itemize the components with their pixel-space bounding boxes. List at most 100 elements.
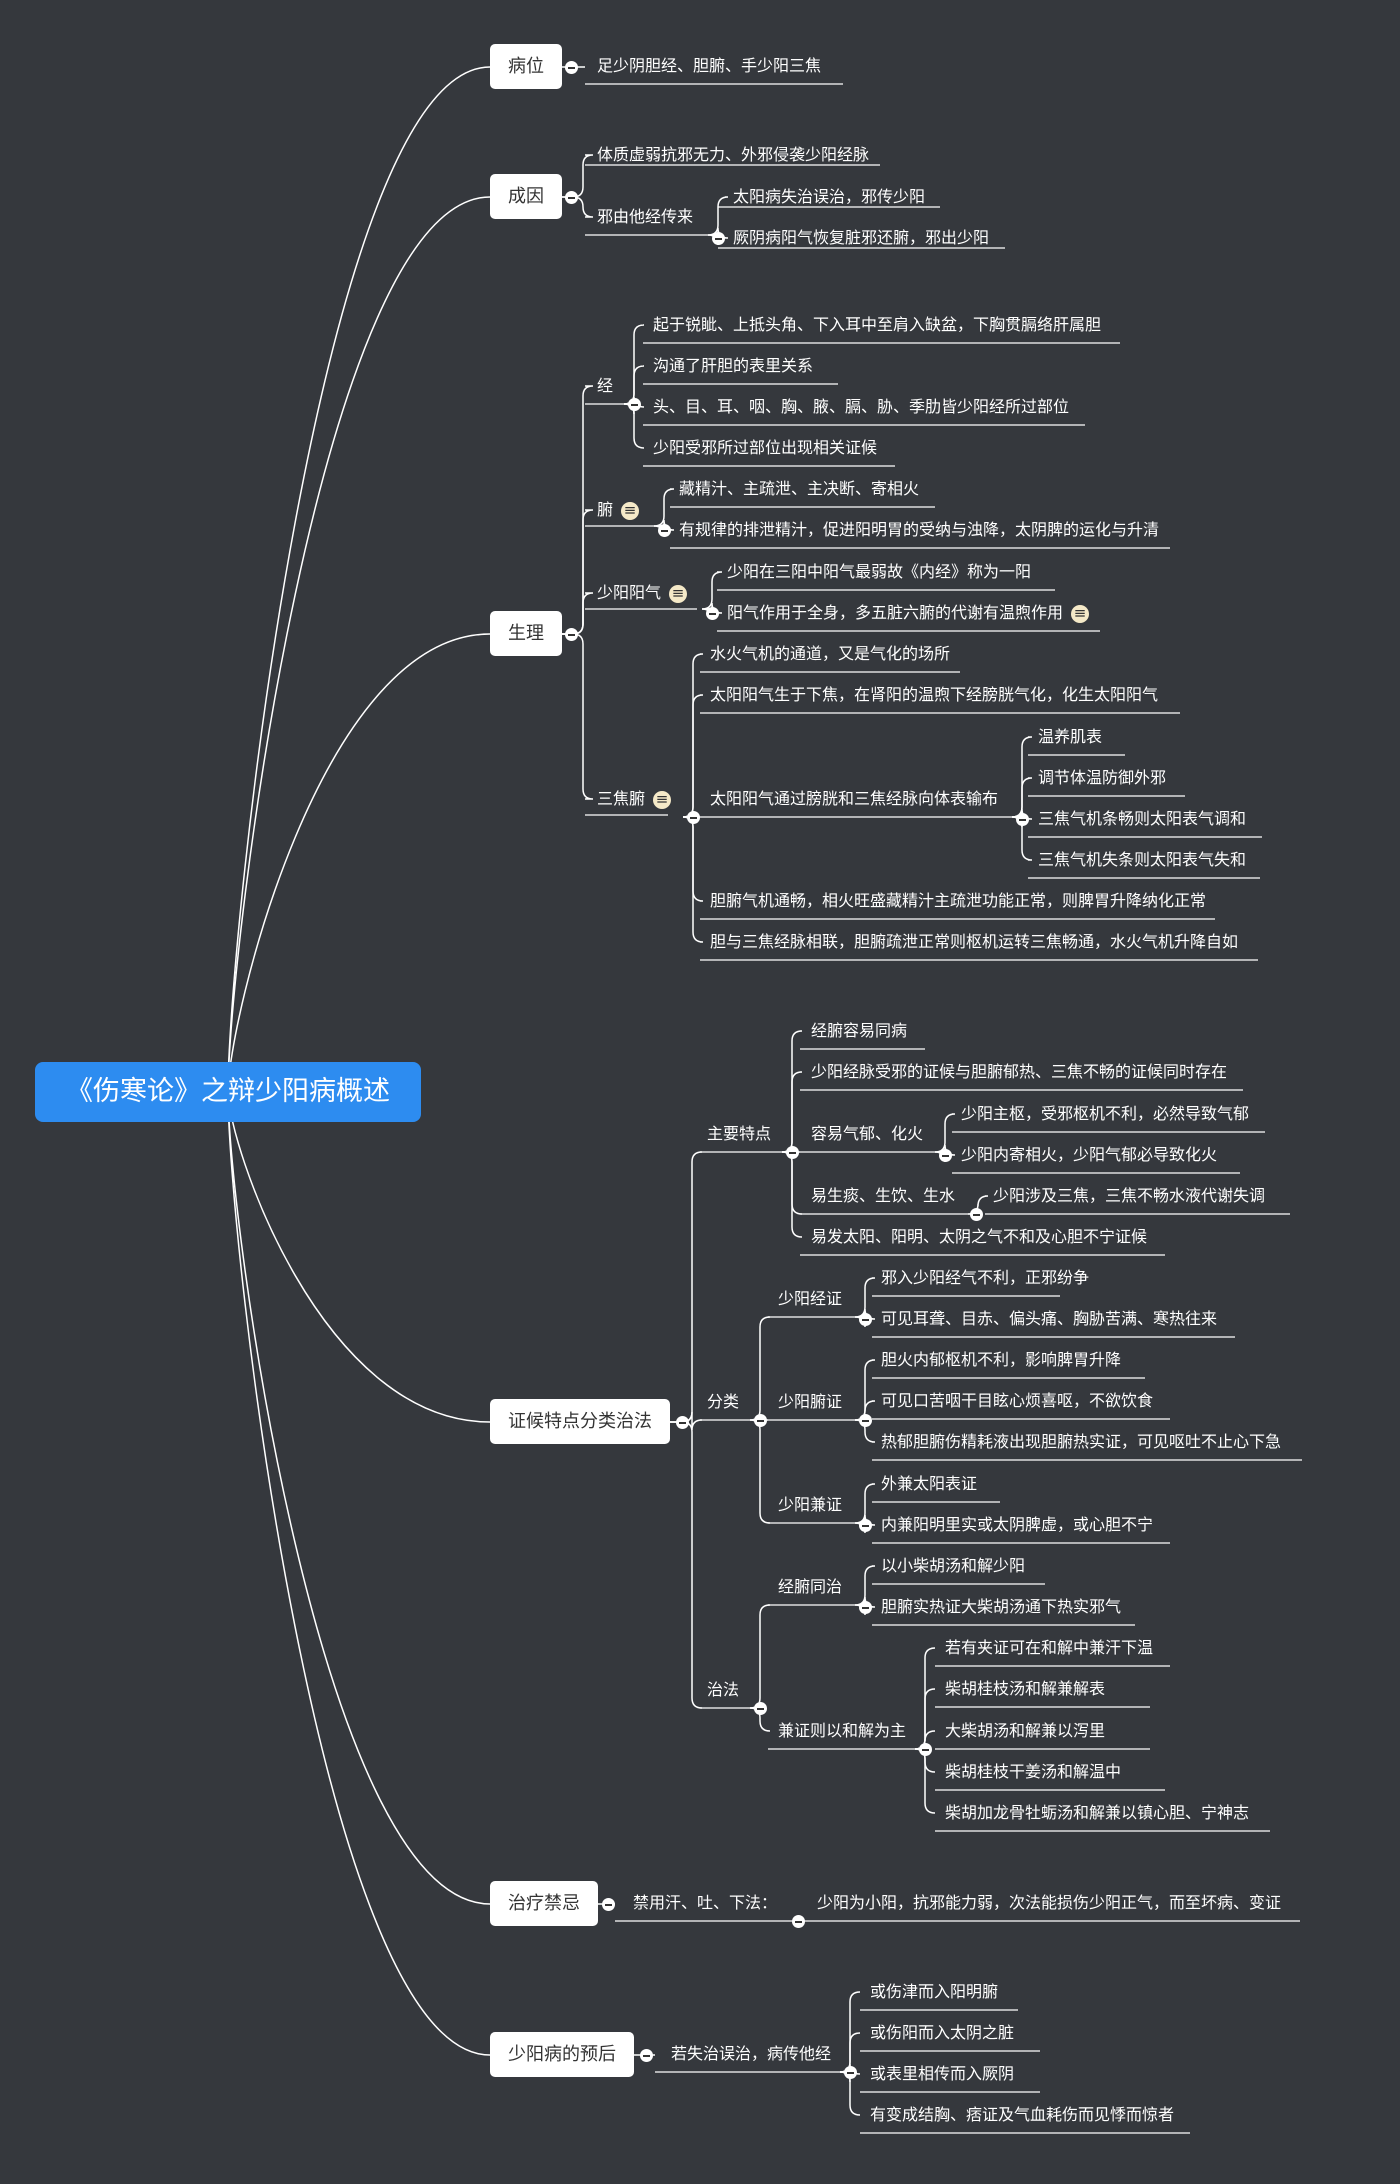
fuzheng-item: 热郁胆腑伤精耗液出现胆腑热实证，可见呕吐不止心下急 (881, 1432, 1282, 1451)
collapse-toggle[interactable] (792, 1915, 805, 1928)
jing-item: 起于锐眦、上抵头角、下入耳中至肩入缺盆，下胸贯膈络肝属胆 (653, 315, 1102, 334)
collapse-toggle[interactable] (1016, 813, 1029, 826)
tedian-item: 经腑容易同病 (811, 1021, 908, 1040)
jianzhi-label: 兼证则以和解为主 (778, 1721, 907, 1740)
shengli-sanjiao-node: 三焦腑 (597, 789, 672, 809)
topic-yuhou[interactable]: 少阳病的预后 (490, 2032, 634, 2077)
qiyu-item: 少阳内寄相火，少阳气郁必导致化火 (961, 1145, 1218, 1164)
topic-shengli[interactable]: 生理 (490, 611, 562, 656)
collapse-toggle[interactable] (565, 191, 578, 204)
topic-jinji[interactable]: 治疗禁忌 (490, 1881, 598, 1926)
connector-line (227, 196, 491, 1093)
tedian-item: 容易气郁、化火 (811, 1124, 924, 1143)
fenlei-label: 分类 (707, 1392, 740, 1411)
collapse-toggle[interactable] (640, 2049, 653, 2062)
yuhou-item: 或伤阳而入太阴之脏 (870, 2023, 1015, 2042)
shubu-item: 三焦气机条畅则太阳表气调和 (1038, 809, 1247, 828)
connector-line (227, 1091, 491, 1423)
shengli-fu-label: 腑 (597, 500, 614, 519)
jinji-rule: 禁用汗、吐、下法： (633, 1893, 778, 1912)
jing-item: 沟通了肝胆的表里关系 (653, 356, 814, 375)
collapse-toggle[interactable] (786, 1146, 799, 1159)
collapse-toggle[interactable] (919, 1743, 932, 1756)
shengtan-item: 少阳涉及三焦，三焦不畅水液代谢失调 (993, 1186, 1266, 1205)
collapse-toggle[interactable] (565, 61, 578, 74)
topic-zhenghou[interactable]: 证候特点分类治法 (490, 1399, 670, 1444)
collapse-toggle[interactable] (658, 524, 671, 537)
shengli-sanjiao-label: 三焦腑 (597, 789, 646, 808)
collapse-toggle[interactable] (859, 1313, 872, 1326)
collapse-toggle[interactable] (859, 1414, 872, 1427)
collapse-toggle[interactable] (939, 1149, 952, 1162)
sanjiao-item: 太阳阳气生于下焦，在肾阳的温煦下经膀胱气化，化生太阳阳气 (710, 685, 1159, 704)
collapse-toggle[interactable] (565, 628, 578, 641)
topic-bingwei[interactable]: 病位 (490, 44, 562, 89)
collapse-toggle[interactable] (706, 607, 719, 620)
jianzhi-item: 柴胡桂枝干姜汤和解温中 (945, 1762, 1122, 1781)
tedian-item: 少阳经脉受邪的证候与胆腑郁热、三焦不畅的证候同时存在 (811, 1062, 1228, 1081)
fu-item: 藏精汁、主疏泄、主决断、寄相火 (679, 479, 920, 498)
connector-line (227, 1091, 491, 2056)
tedian-item: 易生痰、生饮、生水 (811, 1186, 956, 1205)
root-topic[interactable]: 《伤寒论》之辩少阳病概述 (35, 1062, 421, 1122)
shengli-fu-node: 腑 (597, 500, 640, 520)
shubu-item: 温养肌表 (1038, 727, 1103, 746)
collapse-toggle[interactable] (676, 1416, 689, 1429)
chengyin-item: 体质虚弱抗邪无力、外邪侵袭少阳经脉 (597, 145, 870, 164)
sanjiao-item: 水火气机的通道，又是气化的场所 (710, 644, 951, 663)
jianzheng-label: 少阳兼证 (778, 1495, 843, 1514)
notes-icon[interactable] (669, 583, 688, 603)
fuzheng-item: 可见口苦咽干目眩心烦喜呕，不欲饮食 (881, 1391, 1154, 1410)
yangqi-item: 阳气作用于全身，多五脏六腑的代谢有温煦作用 (727, 603, 1064, 622)
tongzhi-label: 经腑同治 (778, 1577, 843, 1596)
collapse-toggle[interactable] (970, 1208, 983, 1221)
notes-icon[interactable] (653, 789, 672, 809)
collapse-toggle[interactable] (754, 1702, 767, 1715)
chengyin-subitem: 厥阴病阳气恢复脏邪还腑，邪出少阳 (733, 228, 990, 247)
jing-item: 头、目、耳、咽、胸、腋、膈、胁、季肋皆少阳经所过部位 (653, 397, 1070, 416)
sanjiao-item: 太阳阳气通过膀胱和三焦经脉向体表输布 (710, 789, 999, 808)
collapse-toggle[interactable] (687, 811, 700, 824)
notes-icon[interactable] (1071, 603, 1090, 623)
yangqi-item-node: 阳气作用于全身，多五脏六腑的代谢有温煦作用 (727, 603, 1090, 623)
collapse-toggle[interactable] (844, 2066, 857, 2079)
jianzheng-item: 内兼阳明里实或太阴脾虚，或心胆不宁 (881, 1515, 1154, 1534)
jianzhi-item: 柴胡加龙骨牡蛎汤和解兼以镇心胆、宁神志 (945, 1803, 1250, 1822)
yuhou-item: 有变成结胸、痞证及气血耗伤而见悸而惊者 (870, 2105, 1175, 2124)
jianzheng-item: 外兼太阳表证 (881, 1474, 978, 1493)
yuhou-item: 或表里相传而入厥阴 (870, 2064, 1015, 2083)
shengli-jing-label: 经 (597, 376, 614, 395)
jingzheng-item: 可见耳聋、目赤、偏头痛、胸胁苦满、寒热往来 (881, 1309, 1218, 1328)
collapse-toggle[interactable] (628, 398, 641, 411)
collapse-toggle[interactable] (754, 1414, 767, 1427)
fu-item: 有规律的排泄精汁，促进阳明胃的受纳与浊降，太阴脾的运化与升清 (679, 520, 1160, 539)
yangqi-item: 少阳在三阳中阳气最弱故《内经》称为一阳 (727, 562, 1032, 581)
collapse-toggle[interactable] (602, 1898, 615, 1911)
collapse-toggle[interactable] (859, 1519, 872, 1532)
notes-icon[interactable] (621, 500, 640, 520)
tedian-label: 主要特点 (707, 1124, 772, 1143)
sanjiao-item: 胆腑气机通畅，相火旺盛藏精汁主疏泄功能正常，则脾胃升降纳化正常 (710, 891, 1207, 910)
bingwei-text: 足少阴胆经、胆腑、手少阳三焦 (597, 56, 822, 75)
shengli-yangqi-node: 少阳阳气 (597, 583, 688, 603)
topic-chengyin[interactable]: 成因 (490, 174, 562, 219)
jingzheng-item: 邪入少阳经气不利，正邪纷争 (881, 1268, 1090, 1287)
fuzheng-item: 胆火内郁枢机不利，影响脾胃升降 (881, 1350, 1122, 1369)
chengyin-item: 邪由他经传来 (597, 207, 694, 226)
zhifa-label: 治法 (707, 1680, 740, 1699)
connector-line (227, 1091, 491, 1905)
collapse-toggle[interactable] (712, 232, 725, 245)
jing-item: 少阳受邪所过部位出现相关证候 (653, 438, 878, 457)
chengyin-subitem: 太阳病失治误治，邪传少阳 (733, 187, 926, 206)
fuzheng-label: 少阳腑证 (778, 1392, 843, 1411)
collapse-toggle[interactable] (859, 1601, 872, 1614)
jingzheng-label: 少阳经证 (778, 1289, 843, 1308)
sanjiao-item: 胆与三焦经脉相联，胆腑疏泄正常则枢机运转三焦畅通，水火气机升降自如 (710, 932, 1239, 951)
shubu-item: 三焦气机失条则太阳表气失和 (1038, 850, 1247, 869)
tedian-item: 易发太阳、阳明、太阴之气不和及心胆不宁证候 (811, 1227, 1148, 1246)
jianzhi-item: 若有夹证可在和解中兼汗下温 (945, 1638, 1154, 1657)
qiyu-item: 少阳主枢，受邪枢机不利，必然导致气郁 (961, 1104, 1250, 1123)
jianzhi-item: 柴胡桂枝汤和解兼解表 (945, 1679, 1106, 1698)
